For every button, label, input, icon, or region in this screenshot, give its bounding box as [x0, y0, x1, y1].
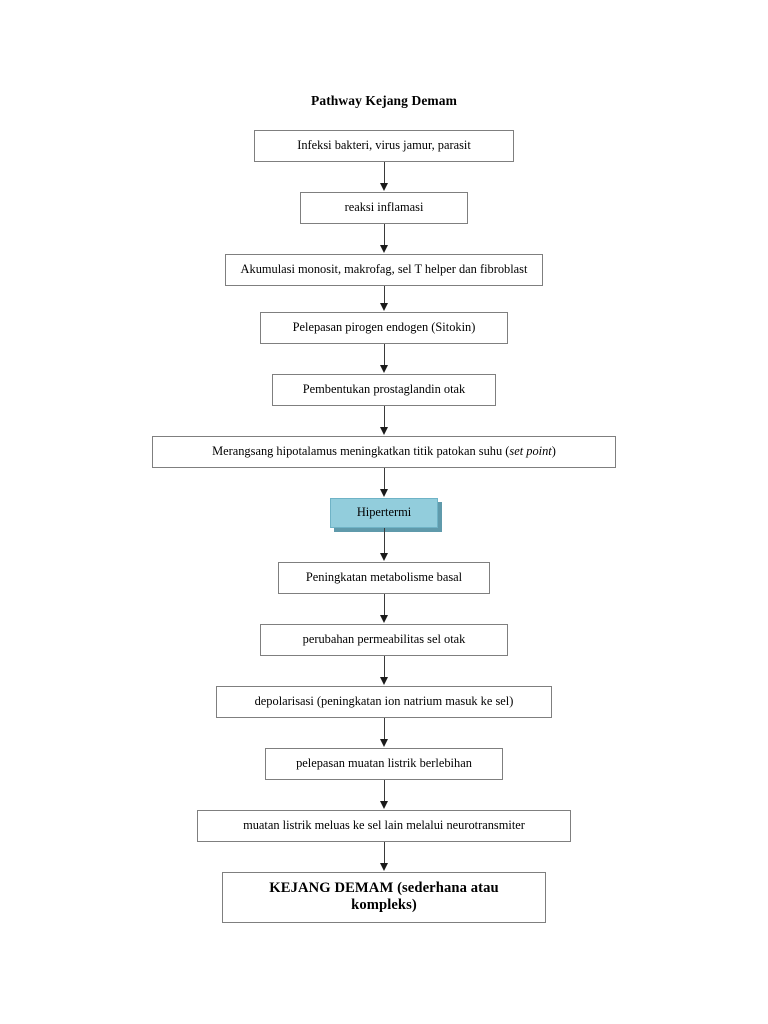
flow-node-row: perubahan permeabilitas sel otak	[0, 624, 768, 656]
flow-arrow-7	[0, 528, 768, 562]
flow-node-row: pelepasan muatan listrik berlebihan	[0, 748, 768, 780]
arrow-head-down-icon	[379, 615, 388, 623]
flow-node-akumulasi-monosit[interactable]: Akumulasi monosit, makrofag, sel T helpe…	[225, 254, 543, 286]
arrow-head-down-icon	[379, 739, 388, 747]
arrow-head-down-icon	[379, 677, 388, 685]
flow-node-muatan-listrik-meluas[interactable]: muatan listrik meluas ke sel lain melalu…	[197, 810, 571, 842]
arrow-stem	[383, 286, 385, 304]
flow-node-pembentukan-prostaglandin[interactable]: Pembentukan prostaglandin otak	[272, 374, 496, 406]
flow-arrow-2	[0, 224, 768, 254]
flow-node-label: depolarisasi (peningkatan ion natrium ma…	[254, 694, 514, 708]
flow-node-label: Peningkatan metabolisme basal	[305, 570, 463, 584]
flow-node-perubahan-permeabilitas[interactable]: perubahan permeabilitas sel otak	[260, 624, 508, 656]
flow-node-label: KEJANG DEMAM (sederhana atau kompleks)	[269, 880, 499, 913]
flow-arrow-9	[0, 656, 768, 686]
flow-node-row: KEJANG DEMAM (sederhana atau kompleks)	[0, 872, 768, 923]
arrow-stem	[383, 162, 385, 184]
flow-node-row: Infeksi bakteri, virus jamur, parasit	[0, 130, 768, 162]
arrow-head-down-icon	[379, 365, 388, 373]
flow-node-label-italic: set point	[509, 444, 552, 458]
flow-node-label: pelepasan muatan listrik berlebihan	[296, 756, 472, 770]
flow-node-label: Pembentukan prostaglandin otak	[302, 382, 466, 396]
flow-node-infeksi[interactable]: Infeksi bakteri, virus jamur, parasit	[254, 130, 514, 162]
flow-node-label: reaksi inflamasi	[344, 200, 424, 214]
arrow-stem	[383, 842, 385, 864]
arrow-stem	[383, 656, 385, 678]
arrow-head-down-icon	[379, 183, 388, 191]
flow-node-peningkatan-metabolisme[interactable]: Peningkatan metabolisme basal	[278, 562, 490, 594]
flow-arrow-5	[0, 406, 768, 436]
flow-arrow-6	[0, 468, 768, 498]
flow-node-label-prefix: Merangsang hipotalamus meningkatkan titi…	[212, 444, 510, 458]
flow-node-label: Hipertermi	[356, 505, 412, 519]
flow-node-reaksi-inflamasi[interactable]: reaksi inflamasi	[300, 192, 468, 224]
flow-node-depolarisasi[interactable]: depolarisasi (peningkatan ion natrium ma…	[216, 686, 552, 718]
page-title: Pathway Kejang Demam	[311, 93, 457, 108]
arrow-stem	[383, 406, 385, 428]
arrow-stem	[383, 468, 385, 490]
arrow-head-down-icon	[379, 245, 388, 253]
flow-node-row: Merangsang hipotalamus meningkatkan titi…	[0, 436, 768, 468]
flow-node-label: muatan listrik meluas ke sel lain melalu…	[243, 818, 525, 832]
arrow-head-down-icon	[379, 489, 388, 497]
arrow-head-down-icon	[379, 863, 388, 871]
arrow-head-down-icon	[379, 801, 388, 809]
flow-node-label: Akumulasi monosit, makrofag, sel T helpe…	[240, 262, 528, 276]
flow-arrow-11	[0, 780, 768, 810]
flow-node-pelepasan-muatan-listrik[interactable]: pelepasan muatan listrik berlebihan	[265, 748, 503, 780]
flow-node-row: Peningkatan metabolisme basal	[0, 562, 768, 594]
flow-node-row: Akumulasi monosit, makrofag, sel T helpe…	[0, 254, 768, 286]
flow-node-label-suffix: )	[551, 444, 556, 458]
flow-node-label: Pelepasan pirogen endogen (Sitokin)	[292, 320, 476, 334]
flow-arrow-12	[0, 842, 768, 872]
flow-arrow-3	[0, 286, 768, 312]
arrow-stem	[383, 780, 385, 802]
flowchart: Infeksi bakteri, virus jamur, parasit re…	[0, 130, 768, 923]
arrow-head-down-icon	[379, 553, 388, 561]
flow-node-row: Pembentukan prostaglandin otak	[0, 374, 768, 406]
flow-arrow-8	[0, 594, 768, 624]
arrow-head-down-icon	[379, 427, 388, 435]
arrow-stem	[383, 528, 385, 554]
flow-node-row: muatan listrik meluas ke sel lain melalu…	[0, 810, 768, 842]
flow-node-label: Merangsang hipotalamus meningkatkan titi…	[163, 443, 605, 460]
flow-node-hipertermi[interactable]: Hipertermi	[330, 498, 438, 528]
arrow-stem	[383, 718, 385, 740]
flow-arrow-4	[0, 344, 768, 374]
flow-node-row: Pelepasan pirogen endogen (Sitokin)	[0, 312, 768, 344]
arrow-head-down-icon	[379, 303, 388, 311]
flow-node-kejang-demam[interactable]: KEJANG DEMAM (sederhana atau kompleks)	[222, 872, 546, 923]
arrow-stem	[383, 594, 385, 616]
arrow-stem	[383, 344, 385, 366]
flow-arrow-10	[0, 718, 768, 748]
flow-node-merangsang-hipotalamus[interactable]: Merangsang hipotalamus meningkatkan titi…	[152, 436, 616, 468]
flow-node-row: reaksi inflamasi	[0, 192, 768, 224]
flow-node-label: Infeksi bakteri, virus jamur, parasit	[297, 138, 471, 152]
flow-node-row: depolarisasi (peningkatan ion natrium ma…	[0, 686, 768, 718]
flow-node-row: Hipertermi	[0, 498, 768, 528]
flow-arrow-1	[0, 162, 768, 192]
flow-node-label: perubahan permeabilitas sel otak	[302, 632, 466, 646]
arrow-stem	[383, 224, 385, 246]
flow-node-pelepasan-pirogen[interactable]: Pelepasan pirogen endogen (Sitokin)	[260, 312, 508, 344]
